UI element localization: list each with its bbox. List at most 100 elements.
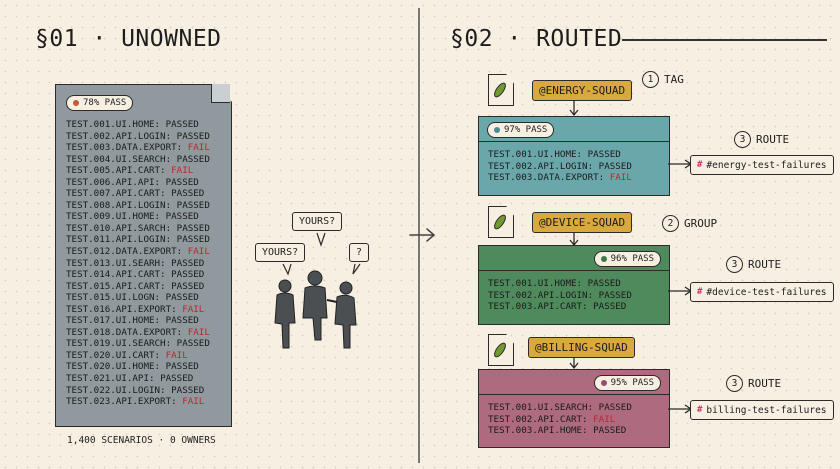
test-row: TEST.017.UI.HOME: PASSED [66,315,210,327]
slack-channel-energy: # #energy-test-failures [690,155,834,175]
cucumber-icon [494,82,506,98]
test-status: PASSED [160,373,194,385]
test-row: TEST.008.API.LOGIN: PASSED [66,200,210,212]
test-status: PASSED [176,234,210,246]
card-header: 95% PASS [479,370,669,395]
slack-channel-device: # #device-test-failures [690,282,834,302]
test-name: TEST.001.UI.HOME: [488,149,583,160]
test-row: TEST.020.UI.HOME: PASSED [66,361,210,373]
status-dot [494,127,500,133]
test-name: TEST.016.API.EXPORT: [66,303,177,315]
test-status: PASSED [165,292,199,304]
pass-rate-label: 78% PASS [83,98,127,108]
test-row: TEST.001.UI.SEARCH: PASSED [488,402,669,414]
pass-rate-label: 95% PASS [610,378,654,388]
test-name: TEST.018.DATA.EXPORT: [66,326,183,338]
step-label-route: ROUTE [748,377,782,390]
test-name: TEST.003.API.CART: [488,301,588,312]
test-name: TEST.020.UI.CART: [66,349,161,361]
test-status: PASSED [171,188,205,200]
slack-icon: # [697,160,703,170]
test-name: TEST.019.UI.SEARCH: [66,338,172,350]
page-fold [211,84,230,103]
test-name: TEST.023.API.EXPORT: [66,396,177,408]
squad-tag-billing: @BILLING-SQUAD [528,337,635,358]
status-dot [73,100,79,106]
step-label-route: ROUTE [748,258,782,271]
test-status: FAIL [165,349,188,361]
test-row: TEST.019.UI.SEARCH: PASSED [66,338,210,350]
test-name: TEST.002.API.LOGIN: [488,160,594,172]
test-status: FAIL [187,142,210,154]
test-name: TEST.020.UI.HOME: [66,361,161,373]
test-name: TEST.003.DATA.EXPORT: [488,172,605,183]
test-name: TEST.008.API.LOGIN: [66,199,172,211]
test-row: TEST.002.API.LOGIN: PASSED [488,290,669,302]
test-name: TEST.015.UI.LOGN: [66,292,161,304]
test-status: PASSED [165,361,199,373]
status-dot [600,380,607,386]
test-name: TEST.015.API.CART: [66,280,166,292]
test-name: TEST.011.API.LOGIN: [66,234,172,246]
test-name: TEST.014.API.CART: [66,269,166,281]
test-row: TEST.018.DATA.EXPORT: FAIL [66,327,210,339]
step-number: 1 [642,71,659,88]
test-name: TEST.013.UI.SEARH: [66,257,166,269]
test-status: PASSED [165,315,199,327]
test-status: PASSED [176,199,210,211]
test-row: TEST.022.UI.LOGIN: PASSED [66,385,210,397]
squad-tag-energy: @ENERGY-SQUAD [532,80,633,101]
pass-rate-badge: 95% PASS [593,375,661,391]
step-label-tag: TAG [664,73,684,86]
test-name: TEST.004.UI.SEARCH: [66,153,172,165]
test-name: TEST.002.API.CART: [488,413,588,425]
test-row: TEST.014.API.CART: PASSED [66,269,210,281]
test-row: TEST.015.API.CART: PASSED [66,281,210,293]
step-number: 2 [662,215,679,232]
channel-name: #device-test-failures [706,286,827,298]
slack-icon: # [697,287,703,297]
channel-name: #energy-test-failures [706,159,827,171]
pass-rate-label: 96% PASS [610,254,654,264]
test-row: TEST.003.DATA.EXPORT: FAIL [488,172,669,184]
card-header: 97% PASS [479,117,669,142]
test-row: TEST.002.API.LOGIN: PASSED [66,131,210,143]
test-name: TEST.003.DATA.EXPORT: [66,142,183,154]
step-number: 3 [726,256,743,273]
test-status: PASSED [598,402,632,413]
step-label-route: ROUTE [756,133,790,146]
speech-bubble-3: ? [349,243,370,262]
arrow-down-icon [569,100,579,117]
pass-rate-badge: 97% PASS [487,122,555,138]
test-status: PASSED [176,153,210,165]
pass-rate-label: 97% PASS [504,125,548,135]
squad-tag-device: @DEVICE-SQUAD [532,212,633,233]
test-status: PASSED [176,338,210,350]
test-status: PASSED [593,425,627,436]
test-name: TEST.017.UI.HOME: [66,315,161,327]
test-status: PASSED [165,211,199,223]
test-row: TEST.015.UI.LOGN: PASSED [66,292,210,304]
test-status: FAIL [171,165,194,177]
test-status: FAIL [593,413,616,425]
step-number: 3 [734,131,751,148]
test-name: TEST.001.UI.HOME: [66,119,161,130]
title-rule [622,39,827,41]
test-status: PASSED [165,119,199,130]
test-name: TEST.003.API.HOME: [488,425,588,436]
card-header: 96% PASS [479,246,669,271]
section-title-routed: §02 · ROUTED [450,26,623,52]
pass-rate-badge: 78% PASS [66,95,134,111]
scenario-count: 1,400 SCENARIOS · 0 OWNERS [67,435,216,446]
test-name: TEST.006.API.API: [66,176,161,188]
test-row: TEST.001.UI.HOME: PASSED [66,119,210,131]
test-status: PASSED [176,222,210,234]
test-status: PASSED [165,176,199,188]
test-name: TEST.002.API.LOGIN: [488,289,594,301]
